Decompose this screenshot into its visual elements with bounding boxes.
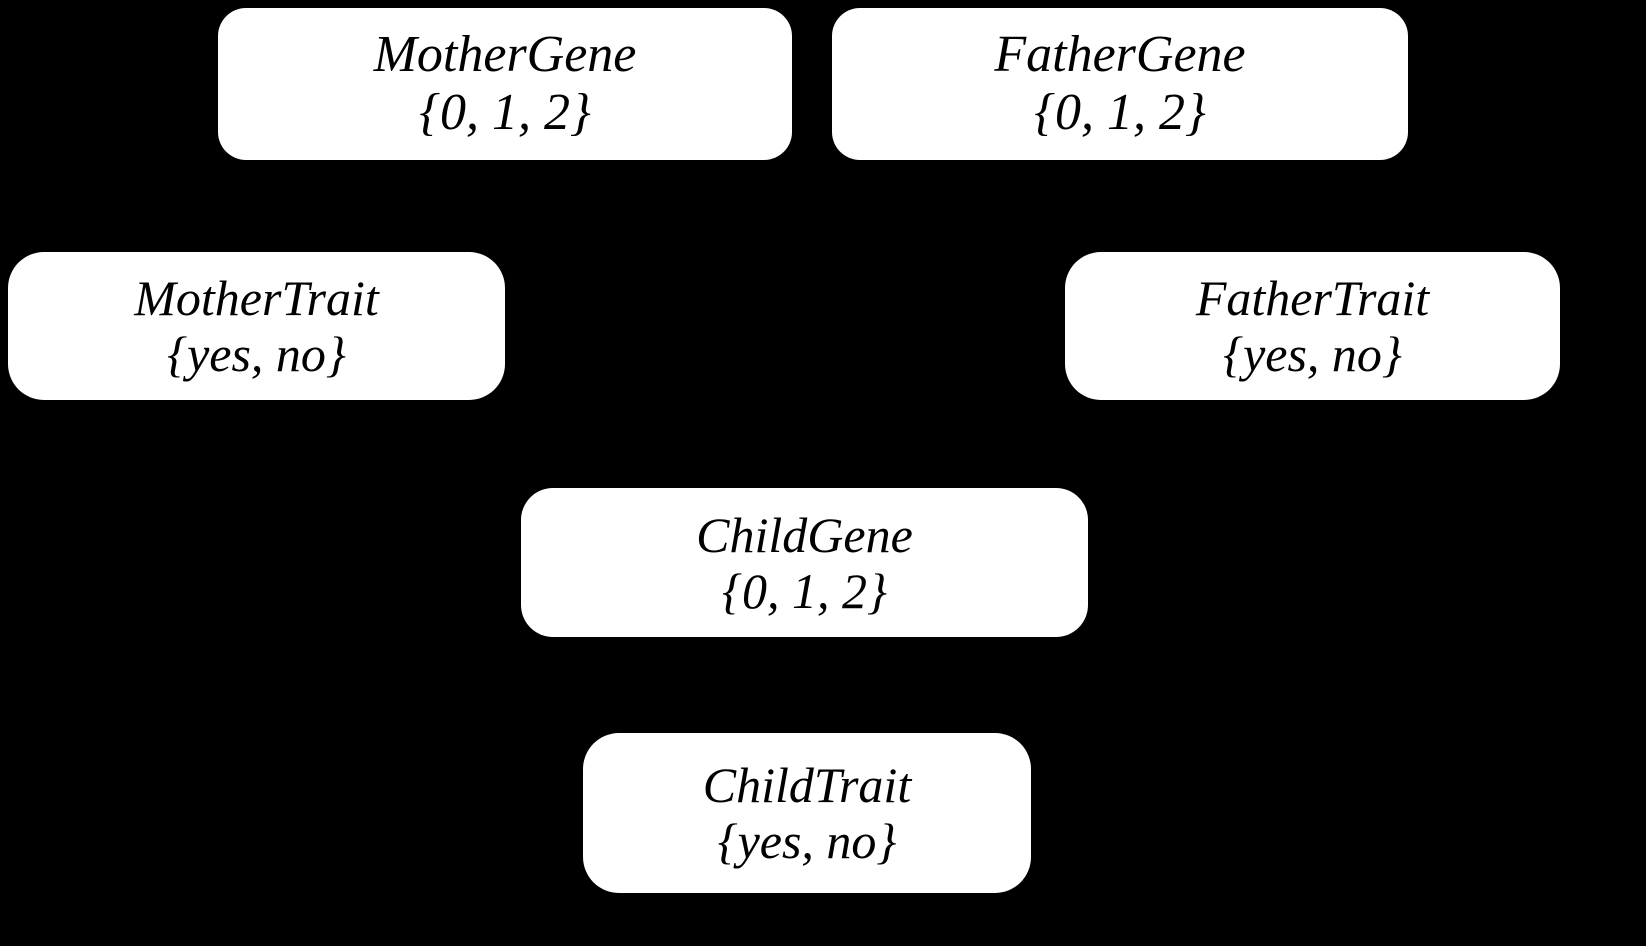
node-child-gene[interactable]: ChildGene {0, 1, 2} <box>521 488 1088 637</box>
node-mother-gene-domain: {0, 1, 2} <box>419 84 591 141</box>
node-mother-trait-domain: {yes, no} <box>167 326 346 382</box>
node-father-gene-domain: {0, 1, 2} <box>1034 84 1206 141</box>
node-mother-gene-title: MotherGene <box>373 25 637 83</box>
node-child-trait[interactable]: ChildTrait {yes, no} <box>583 733 1031 893</box>
node-father-trait-domain: {yes, no} <box>1223 326 1402 382</box>
node-father-trait-title: FatherTrait <box>1195 270 1430 326</box>
node-child-trait-title: ChildTrait <box>702 757 912 813</box>
node-child-trait-domain: {yes, no} <box>717 813 897 869</box>
node-father-trait[interactable]: FatherTrait {yes, no} <box>1065 252 1560 400</box>
node-father-gene[interactable]: FatherGene {0, 1, 2} <box>832 8 1408 160</box>
node-child-gene-title: ChildGene <box>696 506 913 563</box>
node-mother-gene[interactable]: MotherGene {0, 1, 2} <box>218 8 792 160</box>
node-child-gene-domain: {0, 1, 2} <box>722 562 887 619</box>
node-mother-trait-title: MotherTrait <box>134 270 379 326</box>
node-father-gene-title: FatherGene <box>994 25 1246 83</box>
node-mother-trait[interactable]: MotherTrait {yes, no} <box>8 252 505 400</box>
